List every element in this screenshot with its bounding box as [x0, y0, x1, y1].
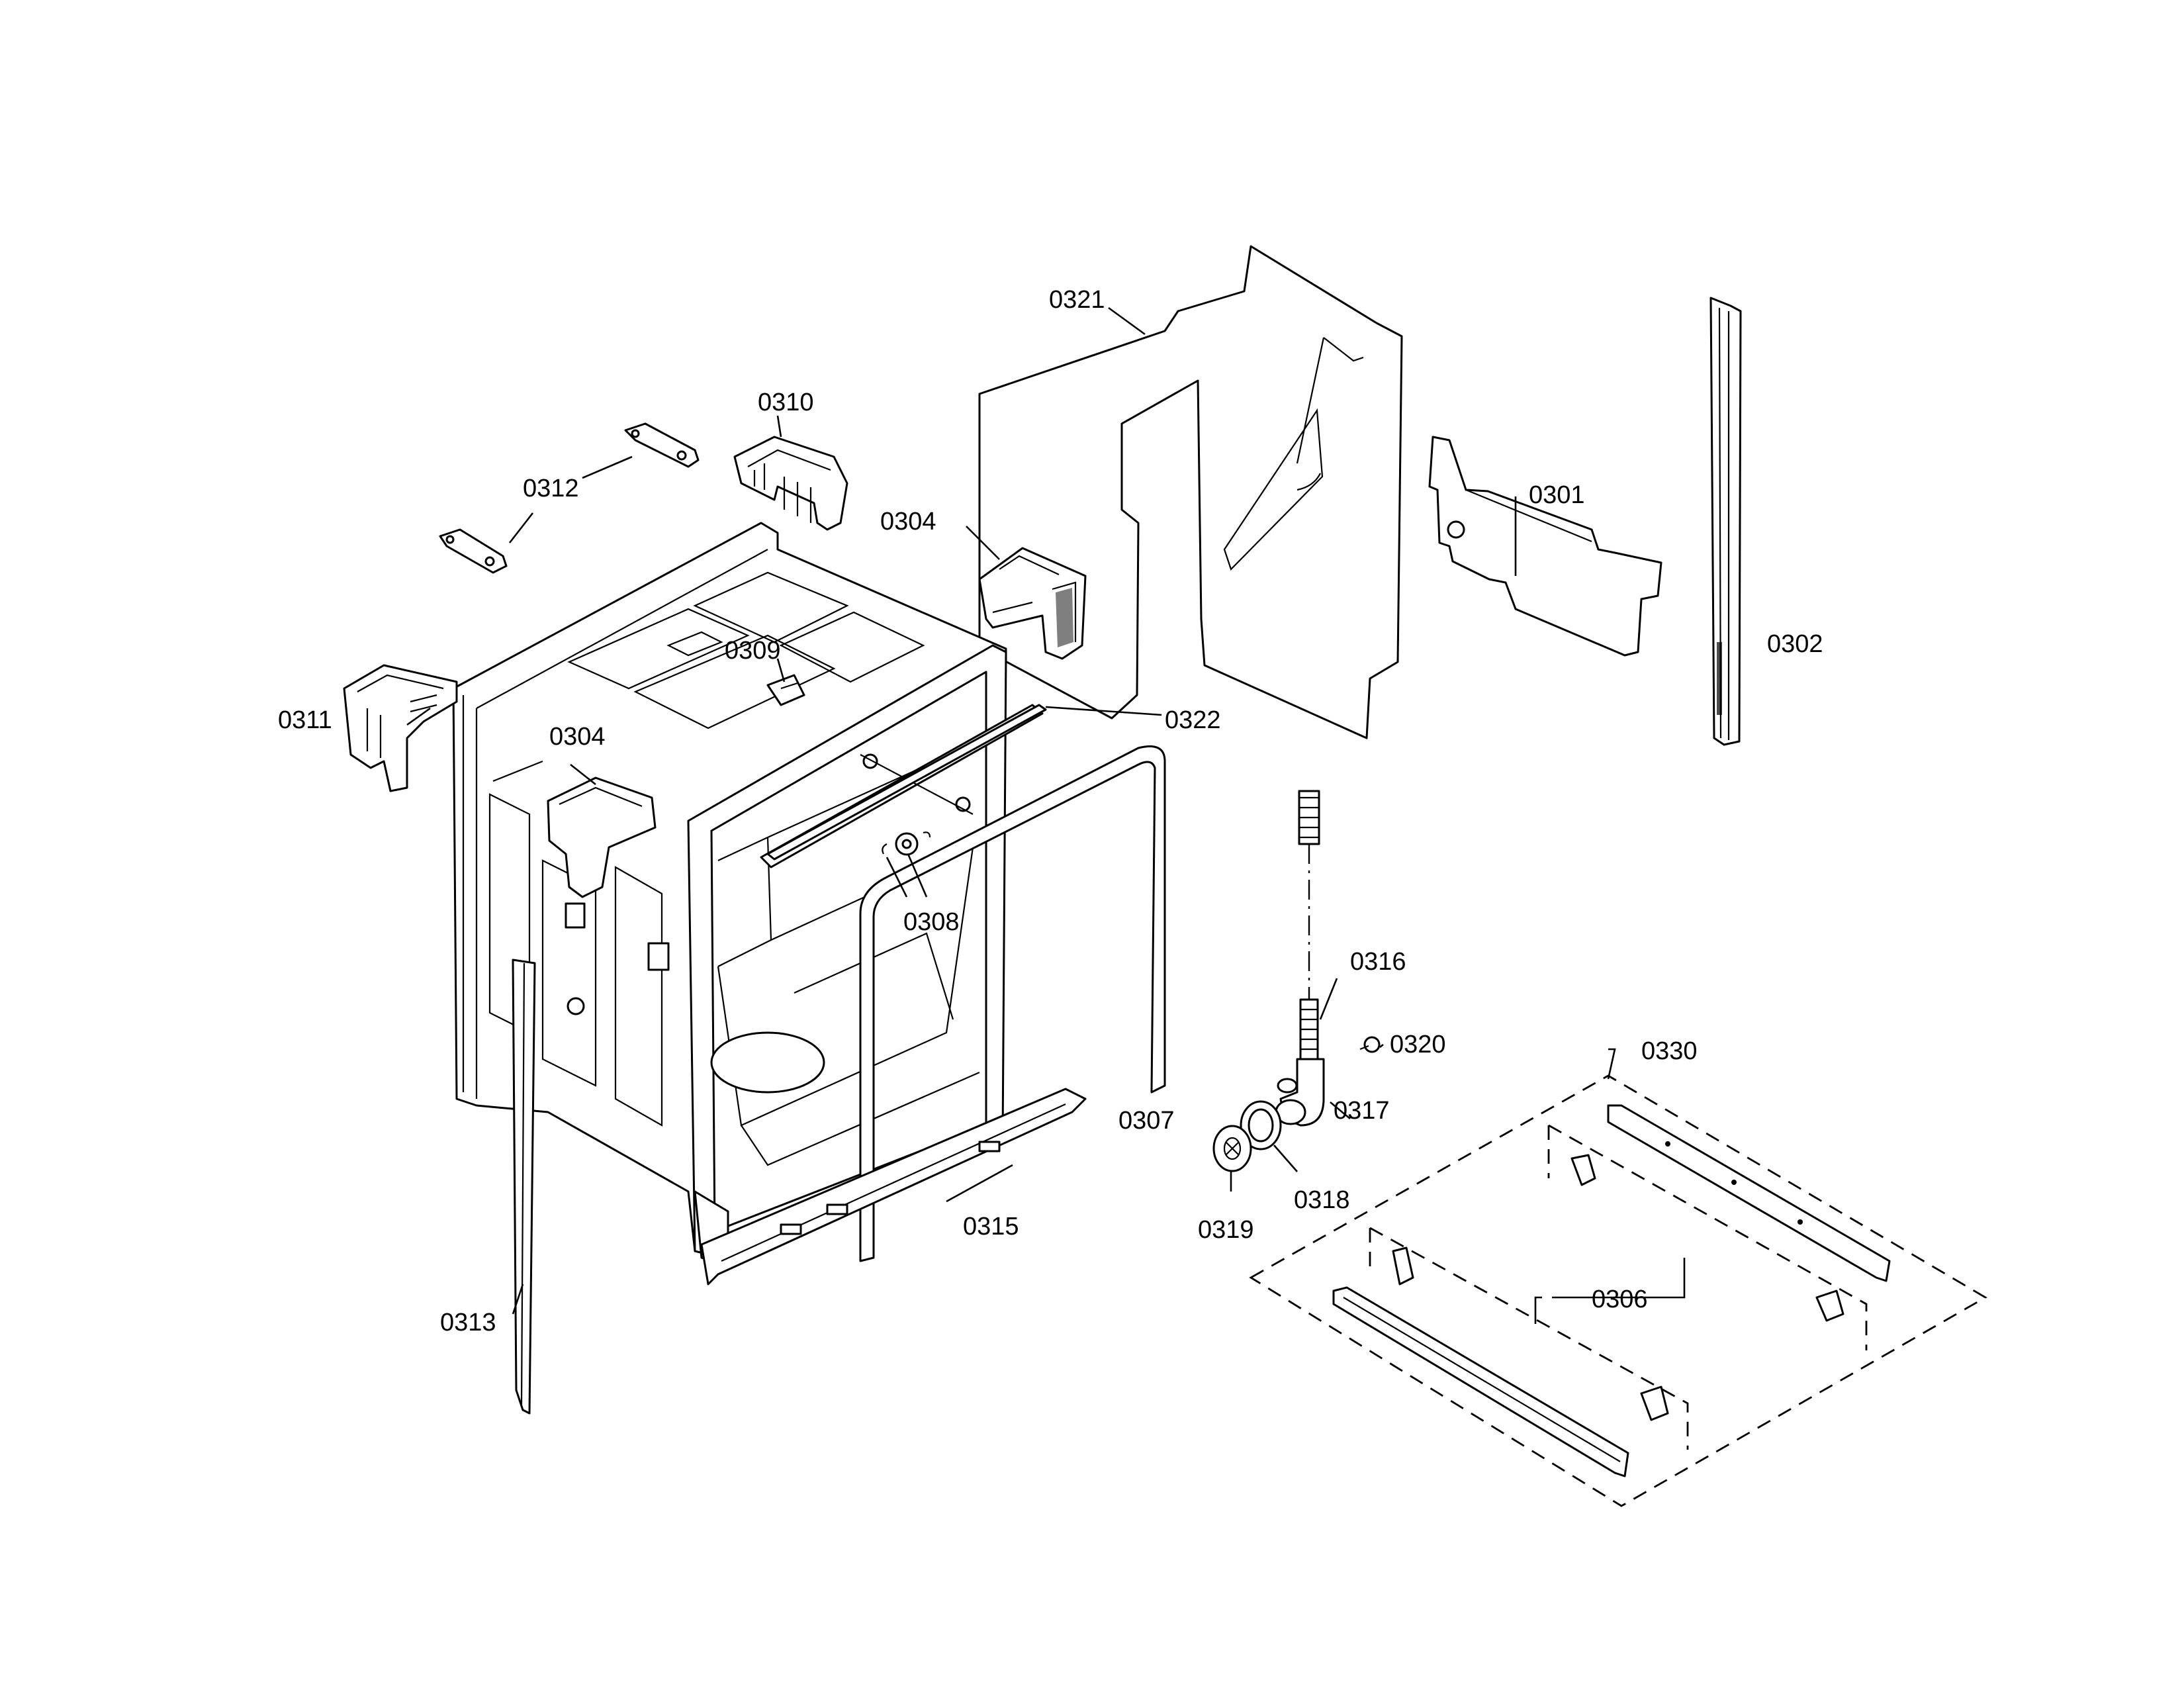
part-0307-door-seal[interactable]: [859, 745, 1166, 1262]
callout-0304-lower: 0304: [549, 723, 606, 751]
part-0318-ring[interactable]: [1240, 1100, 1282, 1150]
part-0312-plate-upper[interactable]: [624, 422, 700, 468]
callout-0321: 0321: [1049, 286, 1105, 314]
part-0330-rail-set[interactable]: [1249, 1074, 1987, 1507]
part-0304-bracket-lower[interactable]: [547, 776, 670, 1015]
part-0319-cap[interactable]: [1212, 1125, 1252, 1172]
callout-0316: 0316: [1350, 948, 1406, 976]
part-0311-bracket[interactable]: [343, 664, 458, 792]
callout-0315: 0315: [963, 1213, 1019, 1241]
callout-0302: 0302: [1767, 630, 1823, 658]
callout-0309: 0309: [725, 637, 781, 665]
callout-0307: 0307: [1118, 1107, 1175, 1135]
callout-0322: 0322: [1165, 706, 1221, 734]
part-0310-bracket[interactable]: [733, 436, 848, 531]
part-0312-plate-lower[interactable]: [439, 528, 508, 574]
leader-lines: [406, 306, 1686, 1324]
callout-0306: 0306: [1592, 1286, 1648, 1313]
callout-0312: 0312: [523, 475, 579, 502]
callout-0319: 0319: [1198, 1216, 1254, 1244]
callout-0318: 0318: [1294, 1186, 1350, 1214]
part-0301-plate[interactable]: [1428, 436, 1662, 657]
part-0320-screw[interactable]: [1359, 1036, 1381, 1053]
callout-0320: 0320: [1390, 1031, 1446, 1058]
callout-0310: 0310: [758, 389, 814, 416]
part-0308-fasteners[interactable]: [882, 831, 931, 856]
callout-0308: 0308: [903, 908, 960, 936]
callout-0301: 0301: [1529, 481, 1585, 509]
callout-0311: 0311: [278, 706, 332, 734]
callout-0313: 0313: [440, 1309, 496, 1336]
part-0315-base-plate[interactable]: [700, 1088, 1087, 1286]
callout-0304-upper: 0304: [880, 508, 936, 536]
part-0313-side-strip[interactable]: [512, 959, 536, 1415]
part-0317-elbow-fitting[interactable]: [1275, 1058, 1325, 1127]
callout-0317: 0317: [1334, 1097, 1390, 1125]
part-0321-insulation-cover[interactable]: [978, 245, 1403, 739]
callout-0330: 0330: [1641, 1037, 1698, 1065]
part-0316-spring[interactable]: [1298, 790, 1320, 1060]
part-0304-bracket-upper[interactable]: [978, 547, 1087, 660]
callout-labels: 0321 0310 0312 0304 0301 0302 0309 0311 …: [278, 286, 1823, 1336]
part-0302-side-rail[interactable]: [1709, 297, 1742, 746]
part-0322-top-strip[interactable]: [766, 704, 1047, 861]
